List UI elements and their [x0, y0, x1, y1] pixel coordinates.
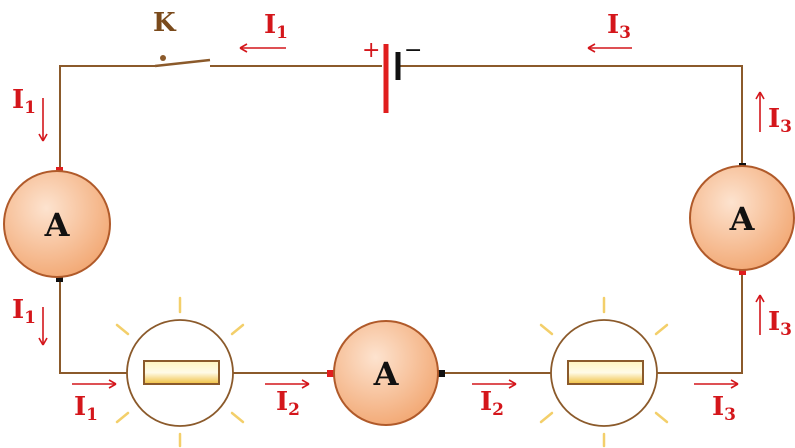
- battery-plus-sign: +: [362, 38, 380, 63]
- ammeter-middle: A: [333, 320, 439, 426]
- svg-text:I3: I3: [768, 307, 792, 340]
- lamp-2-rays: [539, 296, 669, 448]
- current-top-left: I1: [239, 10, 288, 53]
- wire-top-right: [400, 65, 743, 166]
- switch-blade: [154, 58, 211, 68]
- svg-text:I1: I1: [74, 392, 98, 425]
- ammeter-left-label: A: [44, 206, 71, 244]
- svg-text:I1: I1: [12, 85, 36, 118]
- terminal-left-bottom: [56, 275, 63, 282]
- terminal-right-bottom: [739, 268, 746, 275]
- svg-text:I2: I2: [480, 387, 504, 420]
- ammeter-right: A: [689, 165, 795, 271]
- terminal-middle-right: [438, 370, 445, 377]
- current-right-upper: I3: [755, 91, 792, 137]
- current-bottom-mid-right: I2: [472, 379, 517, 420]
- terminal-middle-left: [327, 370, 334, 377]
- battery: + −: [362, 38, 422, 113]
- ammeter-right-label: A: [729, 200, 756, 238]
- current-right-lower: I3: [755, 294, 792, 340]
- svg-text:I1: I1: [12, 295, 36, 328]
- current-top-right: I3: [587, 10, 632, 53]
- wire-top-left: [59, 65, 155, 172]
- svg-text:I3: I3: [768, 104, 792, 137]
- current-left-upper: I1: [12, 85, 48, 142]
- lamp-1: [115, 296, 245, 448]
- current-bottom-mid-left: I2: [265, 379, 310, 420]
- lamp-1-rays: [115, 296, 245, 448]
- switch-pivot: [160, 55, 166, 61]
- svg-text:I1: I1: [264, 10, 288, 43]
- switch-label: K: [153, 8, 177, 38]
- lamp-2: [539, 296, 669, 448]
- lamp-1-filament: [143, 360, 220, 385]
- wire-right-lower: [647, 270, 743, 374]
- ammeter-left: A: [3, 170, 111, 278]
- wires: [59, 65, 743, 374]
- lamp-2-filament: [567, 360, 644, 385]
- svg-text:I2: I2: [276, 387, 300, 420]
- ammeter-middle-label: A: [373, 355, 400, 393]
- current-left-lower: I1: [12, 295, 48, 346]
- current-bottom-right: I3: [694, 379, 739, 425]
- battery-minus-sign: −: [404, 38, 422, 63]
- current-bottom-left: I1: [72, 379, 117, 425]
- switch[interactable]: K: [153, 8, 211, 68]
- wire-left-lower: [59, 278, 137, 374]
- svg-text:I3: I3: [712, 392, 736, 425]
- svg-text:I3: I3: [607, 10, 631, 43]
